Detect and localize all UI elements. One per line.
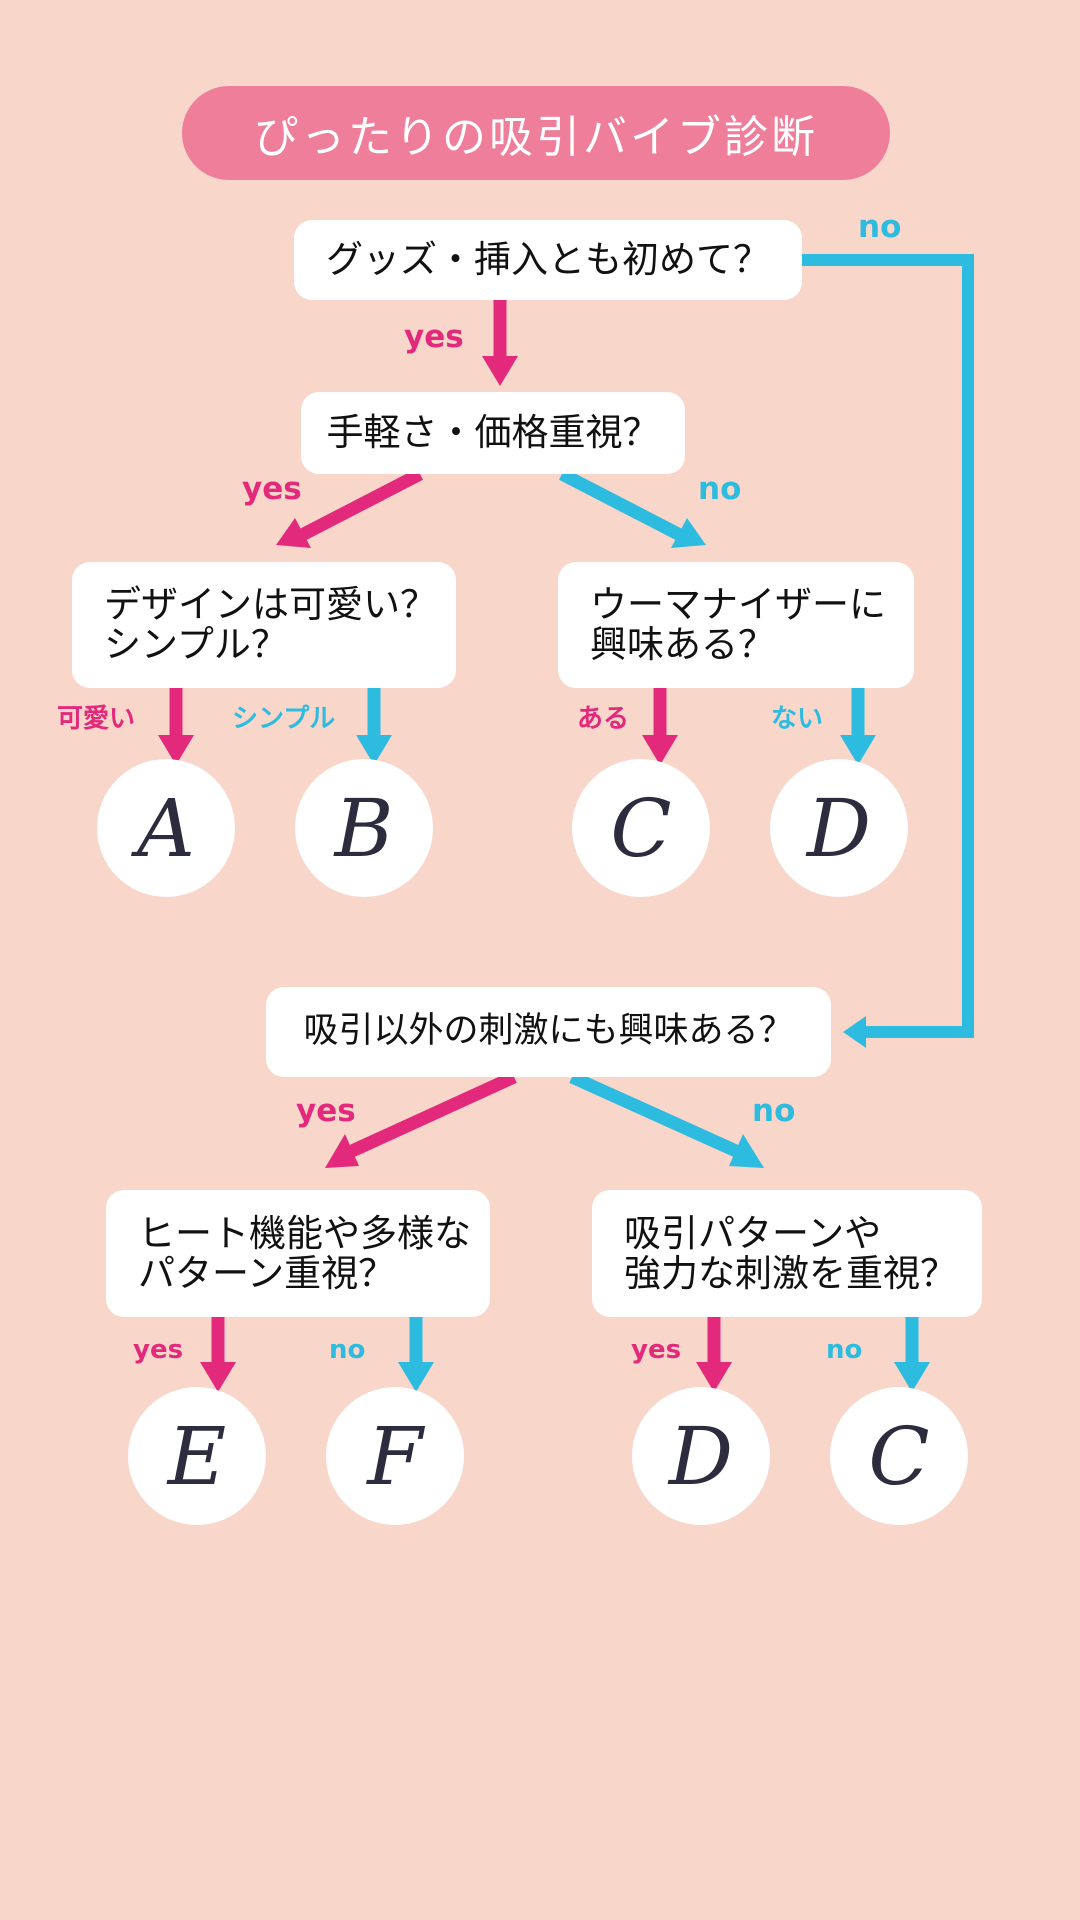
result-d: D (770, 759, 908, 897)
label-q6-no: no (329, 1335, 366, 1365)
question-5-line-1: 吸引以外の刺激にも興味ある？ (303, 1011, 794, 1052)
question-4-line-1: ウーマナイザーに (590, 583, 886, 627)
label-q4-no: ない (771, 704, 824, 734)
arrow-q3-a (158, 688, 194, 765)
question-3-line-1: デザインは可愛い？ (104, 583, 437, 627)
label-q1-yes: yes (404, 319, 464, 355)
arrow-q5-no (569, 1071, 764, 1168)
arrow-q6-e (200, 1317, 236, 1392)
label-q5-yes: yes (296, 1093, 356, 1129)
question-6-box: ヒート機能や多様な パターン重視？ (106, 1190, 490, 1317)
arrow-q5-yes (325, 1071, 517, 1168)
label-q5-no: no (752, 1093, 796, 1129)
question-6-line-2: パターン重視？ (138, 1251, 396, 1295)
arrow-q3-b (356, 688, 392, 765)
label-q7-no: no (826, 1335, 863, 1365)
result-e: E (128, 1387, 266, 1525)
arrow-q2-no (559, 468, 706, 548)
arrow-q6-f (398, 1317, 434, 1392)
label-q3-cute: 可愛い (57, 704, 136, 734)
question-3-box: デザインは可愛い？ シンプル？ (72, 562, 456, 688)
question-5-box: 吸引以外の刺激にも興味ある？ (266, 987, 831, 1077)
result-b: B (295, 759, 433, 897)
label-q1-no: no (858, 209, 902, 245)
result-c-second: C (830, 1387, 968, 1525)
arrow-q2-yes (276, 468, 423, 548)
label-q7-yes: yes (631, 1335, 682, 1365)
question-2-box: 手軽さ・価格重視？ (301, 392, 685, 474)
arrow-q4-d (840, 688, 876, 765)
arrow-q1-no (802, 254, 974, 1048)
label-q6-yes: yes (133, 1335, 184, 1365)
label-q2-no: no (698, 471, 742, 507)
result-f: F (326, 1387, 464, 1525)
result-d-second: D (632, 1387, 770, 1525)
question-7-box: 吸引パターンや 強力な刺激を重視？ (592, 1190, 982, 1317)
question-1-box: グッズ・挿入とも初めて？ (294, 220, 802, 300)
label-q4-yes: ある (577, 704, 630, 734)
label-q2-yes: yes (242, 471, 302, 507)
arrow-q7-d (696, 1317, 732, 1392)
question-6-line-1: ヒート機能や多様な (138, 1211, 471, 1255)
page-title: ぴったりの吸引バイブ診断 (182, 86, 890, 180)
result-c: C (572, 759, 710, 897)
question-1-line-1: グッズ・挿入とも初めて？ (326, 238, 770, 282)
question-3-line-2: シンプル？ (104, 623, 288, 666)
arrow-q1-yes (482, 300, 518, 386)
question-7-line-1: 吸引パターンや (624, 1211, 882, 1255)
question-7-line-2: 強力な刺激を重視？ (624, 1251, 957, 1295)
arrow-q4-c (642, 688, 678, 765)
arrow-q7-c (894, 1317, 930, 1392)
question-4-line-2: 興味ある？ (590, 623, 775, 666)
question-2-line-1: 手軽さ・価格重視？ (326, 411, 660, 455)
label-q3-simple: シンプル (232, 704, 336, 734)
question-4-box: ウーマナイザーに 興味ある？ (558, 562, 914, 688)
result-a: A (97, 759, 235, 897)
